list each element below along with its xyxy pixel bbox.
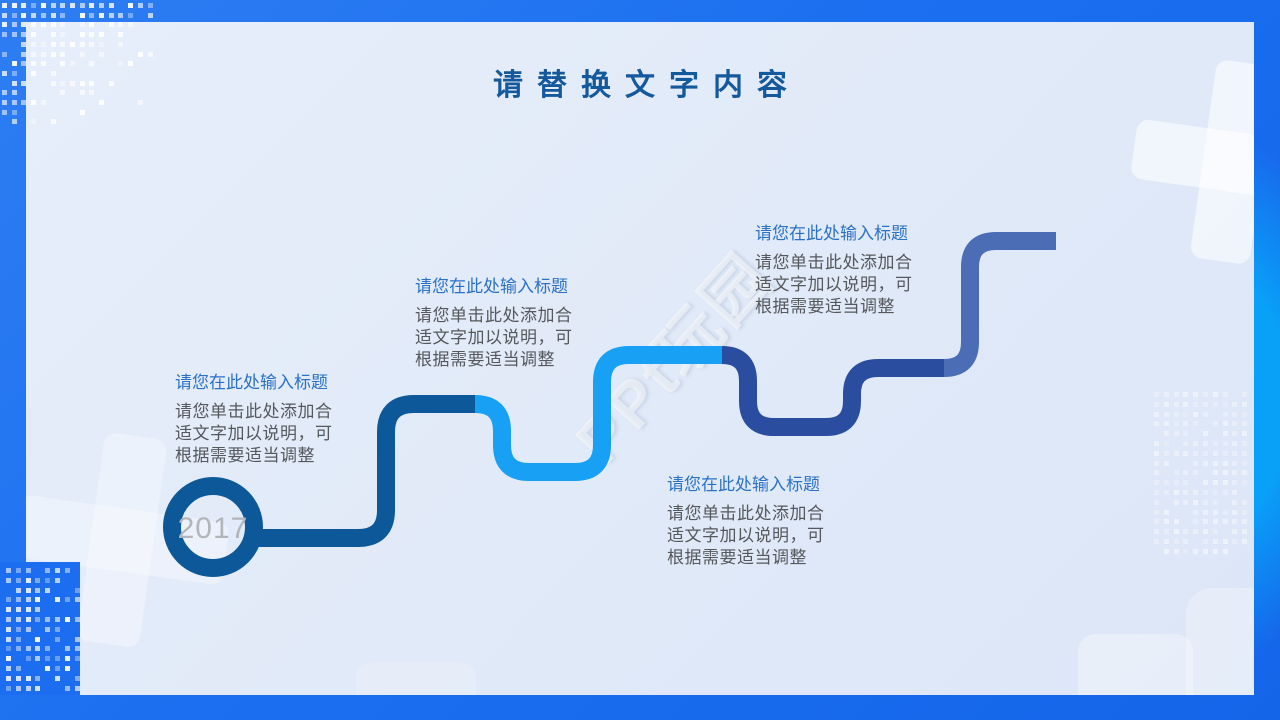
step-text-block-2: 请您在此处输入标题 请您单击此处添加合 适文字加以说明，可 根据需要适当调整 xyxy=(415,272,573,371)
step-body-line: 请您单击此处添加合 xyxy=(667,504,825,523)
decorative-dot xyxy=(11,3,17,8)
decorative-dot xyxy=(147,3,153,8)
decorative-dot xyxy=(128,12,134,18)
step-body-line: 请您单击此处添加合 xyxy=(175,402,333,421)
decorative-dot xyxy=(21,12,27,18)
decorative-dot xyxy=(11,22,17,28)
decorative-dot xyxy=(118,12,124,18)
decorative-dot xyxy=(99,12,104,18)
step-body-line: 根据需要适当调整 xyxy=(175,446,315,465)
decorative-dot xyxy=(69,3,75,8)
decorative-dot xyxy=(2,32,7,38)
decorative-dot xyxy=(2,3,7,8)
step-text-block-4: 请您在此处输入标题 请您单击此处添加合 适文字加以说明，可 根据需要适当调整 xyxy=(755,219,913,318)
step-body-line: 适文字加以说明，可 xyxy=(755,275,913,294)
step-body-line: 适文字加以说明，可 xyxy=(175,424,333,443)
decorative-dot xyxy=(11,32,17,38)
decorative-dot xyxy=(60,12,66,18)
decorative-dot xyxy=(50,3,56,8)
decorative-dot xyxy=(50,12,56,18)
step-title: 请您在此处输入标题 xyxy=(667,475,820,494)
step-body-line: 根据需要适当调整 xyxy=(415,350,555,369)
decorative-dot xyxy=(2,109,7,115)
decorative-dot xyxy=(11,119,17,125)
step-text-block-3: 请您在此处输入标题 请您单击此处添加合 适文字加以说明，可 根据需要适当调整 xyxy=(667,470,825,569)
step-body-line: 适文字加以说明，可 xyxy=(667,526,825,545)
decorative-dot xyxy=(147,12,153,18)
rounded-square-decoration xyxy=(1186,588,1254,695)
decorative-dot xyxy=(31,3,37,8)
step-body-line: 根据需要适当调整 xyxy=(667,548,807,567)
decorative-dot xyxy=(2,12,7,18)
decorative-dot xyxy=(108,12,114,18)
decorative-dot xyxy=(108,3,114,8)
step-text-block-1: 请您在此处输入标题 请您单击此处添加合 适文字加以说明，可 根据需要适当调整 xyxy=(175,368,333,467)
decorative-dot xyxy=(21,3,27,8)
rounded-square-decoration xyxy=(356,662,476,695)
slide-title: 请替换文字内容 xyxy=(493,69,801,102)
step-body-line: 根据需要适当调整 xyxy=(755,297,895,316)
decorative-dot xyxy=(11,109,17,115)
decorative-dot xyxy=(40,3,46,8)
decorative-dot xyxy=(89,3,95,8)
step-title: 请您在此处输入标题 xyxy=(415,277,568,296)
decorative-dot xyxy=(11,12,17,18)
dot-grid-block-bottom-left xyxy=(0,562,80,695)
decorative-dot xyxy=(79,3,85,8)
step-title: 请您在此处输入标题 xyxy=(175,373,328,392)
step-title: 请您在此处输入标题 xyxy=(755,224,908,243)
decorative-dot xyxy=(89,12,95,18)
step-body-line: 请您单击此处添加合 xyxy=(755,253,913,272)
decorative-dot xyxy=(99,3,104,8)
decorative-dot xyxy=(128,3,134,8)
decorative-dot xyxy=(60,3,66,8)
decorative-dot xyxy=(2,22,7,28)
decorative-dot xyxy=(137,3,143,8)
decorative-dot xyxy=(79,12,85,18)
decorative-dot xyxy=(2,51,7,57)
step-body-line: 适文字加以说明，可 xyxy=(415,328,573,347)
decorative-dot xyxy=(31,12,37,18)
decorative-dot xyxy=(40,12,46,18)
step-body-line: 请您单击此处添加合 xyxy=(415,306,573,325)
rounded-square-decoration xyxy=(1078,634,1193,695)
